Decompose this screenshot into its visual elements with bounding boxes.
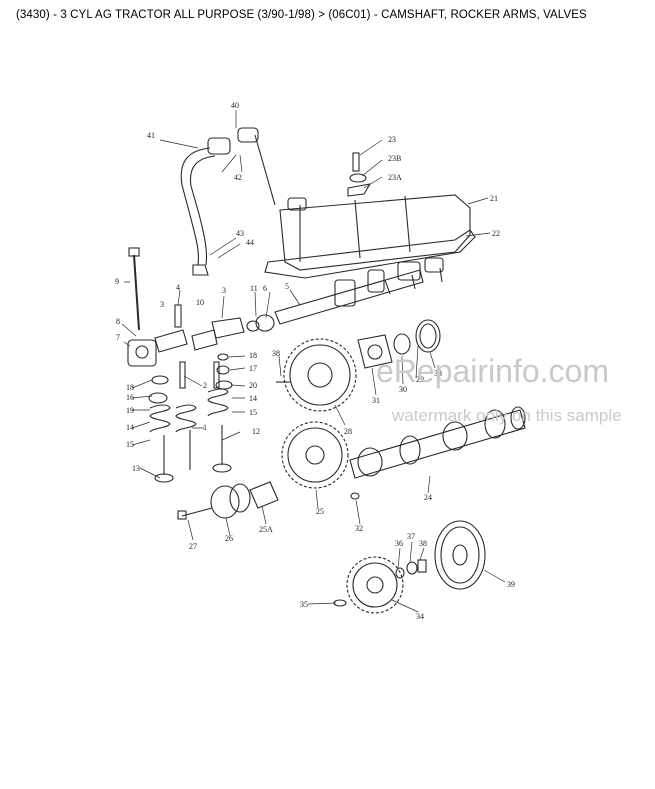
callout-38b: 38 bbox=[419, 539, 427, 548]
callout-21: 21 bbox=[490, 194, 498, 203]
callout-1: 1 bbox=[203, 423, 207, 432]
callout-13: 13 bbox=[132, 464, 140, 473]
callout-34: 34 bbox=[416, 612, 424, 621]
callout-18a: 18 bbox=[126, 383, 134, 392]
callout-11: 11 bbox=[250, 284, 258, 293]
callout-37: 37 bbox=[407, 532, 415, 541]
callout-40: 40 bbox=[231, 101, 239, 110]
callout-39: 39 bbox=[507, 580, 515, 589]
callout-23: 23 bbox=[388, 135, 396, 144]
camshaft-gear-25 bbox=[281, 421, 349, 489]
callout-labels: 40 41 42 23 23B 23A 21 22 43 44 9 4 3 10… bbox=[115, 101, 515, 621]
callout-25a: 25A bbox=[259, 525, 273, 534]
callout-9: 9 bbox=[115, 277, 119, 286]
watermark-notice: watermark only on this sample bbox=[392, 406, 622, 425]
callout-10: 10 bbox=[196, 298, 204, 307]
callout-23a: 23A bbox=[388, 173, 402, 182]
callout-15a: 15 bbox=[126, 440, 134, 449]
callout-16: 16 bbox=[126, 393, 134, 402]
callout-26: 26 bbox=[225, 534, 233, 543]
callout-42: 42 bbox=[234, 173, 242, 182]
callout-29: 29 bbox=[416, 375, 424, 384]
crankshaft-gear-34 bbox=[346, 556, 404, 614]
callout-17: 17 bbox=[249, 364, 257, 373]
callout-6: 6 bbox=[263, 284, 267, 293]
pulley-39 bbox=[434, 520, 486, 590]
callout-8: 8 bbox=[116, 317, 120, 326]
callout-3b: 3 bbox=[222, 286, 226, 295]
callout-2: 2 bbox=[203, 381, 207, 390]
callout-41: 41 bbox=[147, 131, 155, 140]
breather-tube bbox=[180, 127, 276, 276]
callout-15b: 15 bbox=[249, 408, 257, 417]
rocker-arms-left bbox=[127, 314, 275, 367]
watermark-site: eRepairinfo.com bbox=[376, 353, 609, 389]
callout-3a: 3 bbox=[160, 300, 164, 309]
callout-44: 44 bbox=[246, 238, 254, 247]
callout-27: 27 bbox=[189, 542, 197, 551]
idler-gear-28 bbox=[276, 338, 357, 412]
callout-36: 36 bbox=[395, 539, 403, 548]
callout-22: 22 bbox=[492, 229, 500, 238]
valve-springs bbox=[148, 353, 233, 483]
callout-7: 7 bbox=[116, 333, 120, 342]
callout-43: 43 bbox=[236, 229, 244, 238]
callout-28: 28 bbox=[344, 427, 352, 436]
callout-20: 20 bbox=[249, 381, 257, 390]
callout-19: 19 bbox=[126, 406, 134, 415]
camshaft-24 bbox=[349, 406, 526, 500]
callout-4: 4 bbox=[176, 283, 180, 292]
callout-35: 35 bbox=[300, 600, 308, 609]
rocker-cover bbox=[264, 194, 476, 279]
page-title: (3430) - 3 CYL AG TRACTOR ALL PURPOSE (3… bbox=[16, 9, 587, 21]
callout-5: 5 bbox=[285, 282, 289, 291]
callout-24: 24 bbox=[424, 493, 432, 502]
callout-33: 33 bbox=[434, 369, 442, 378]
rocker-shaft-assembly bbox=[274, 257, 444, 325]
callout-38a: 38 bbox=[272, 349, 280, 358]
callout-25: 25 bbox=[316, 507, 324, 516]
callout-32: 32 bbox=[355, 524, 363, 533]
callout-23b: 23B bbox=[388, 154, 401, 163]
callout-14b: 14 bbox=[249, 394, 257, 403]
callout-12: 12 bbox=[252, 427, 260, 436]
callout-31: 31 bbox=[372, 396, 380, 405]
callout-30: 30 bbox=[399, 385, 407, 394]
callout-18b: 18 bbox=[249, 351, 257, 360]
callout-14a: 14 bbox=[126, 423, 134, 432]
